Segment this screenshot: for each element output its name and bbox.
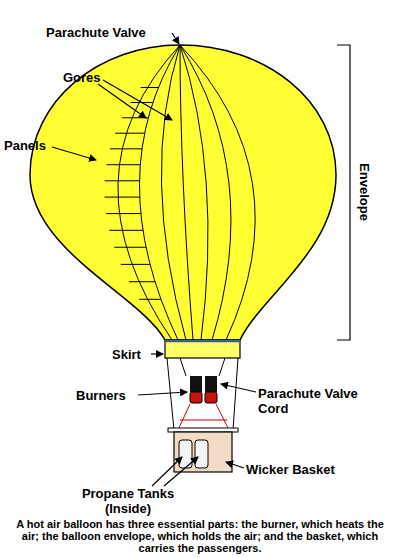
part-label: Panels bbox=[4, 138, 46, 153]
envelope-bracket bbox=[337, 45, 350, 340]
panel-line bbox=[105, 197, 140, 198]
part-label: Parachute Valve Cord bbox=[258, 386, 370, 416]
panel-line bbox=[110, 148, 142, 149]
panel-line bbox=[115, 133, 145, 134]
part-label: Burners bbox=[76, 388, 126, 403]
part-label: Skirt bbox=[112, 347, 141, 362]
basket-rim bbox=[168, 428, 238, 432]
part-label: Wicker Basket bbox=[246, 462, 335, 477]
part-label: Gores bbox=[63, 70, 101, 85]
basket-cables bbox=[167, 358, 238, 430]
panel-line bbox=[109, 230, 143, 231]
skirt-trim bbox=[165, 340, 240, 343]
panel-line bbox=[121, 264, 150, 265]
burner-frame bbox=[178, 404, 229, 430]
gore-line bbox=[118, 45, 180, 340]
gore-lines bbox=[118, 45, 255, 340]
propane-tank bbox=[195, 440, 208, 468]
panel-line bbox=[114, 247, 146, 248]
gore-line bbox=[180, 45, 231, 340]
part-label: Propane Tanks (Inside) bbox=[72, 486, 184, 516]
gore-line bbox=[139, 45, 180, 340]
panel-line bbox=[141, 87, 159, 88]
gore-line bbox=[180, 45, 193, 340]
envelope-shape bbox=[30, 45, 336, 340]
panel-line bbox=[106, 164, 140, 165]
caption: A hot air balloon has three essential pa… bbox=[8, 518, 392, 554]
part-label: Envelope bbox=[357, 161, 372, 223]
panel-line bbox=[106, 213, 141, 214]
panel-line bbox=[105, 180, 140, 181]
panel-line bbox=[139, 299, 161, 300]
panel-line bbox=[129, 281, 155, 282]
part-label: Parachute Valve bbox=[46, 25, 146, 40]
skirt-band bbox=[165, 340, 240, 358]
wicker-basket bbox=[174, 432, 232, 472]
gore-line bbox=[161, 45, 186, 340]
gore-line bbox=[180, 45, 255, 340]
leader-lines bbox=[52, 33, 256, 486]
panel-lines bbox=[105, 87, 161, 299]
burner-symbol bbox=[190, 376, 217, 403]
